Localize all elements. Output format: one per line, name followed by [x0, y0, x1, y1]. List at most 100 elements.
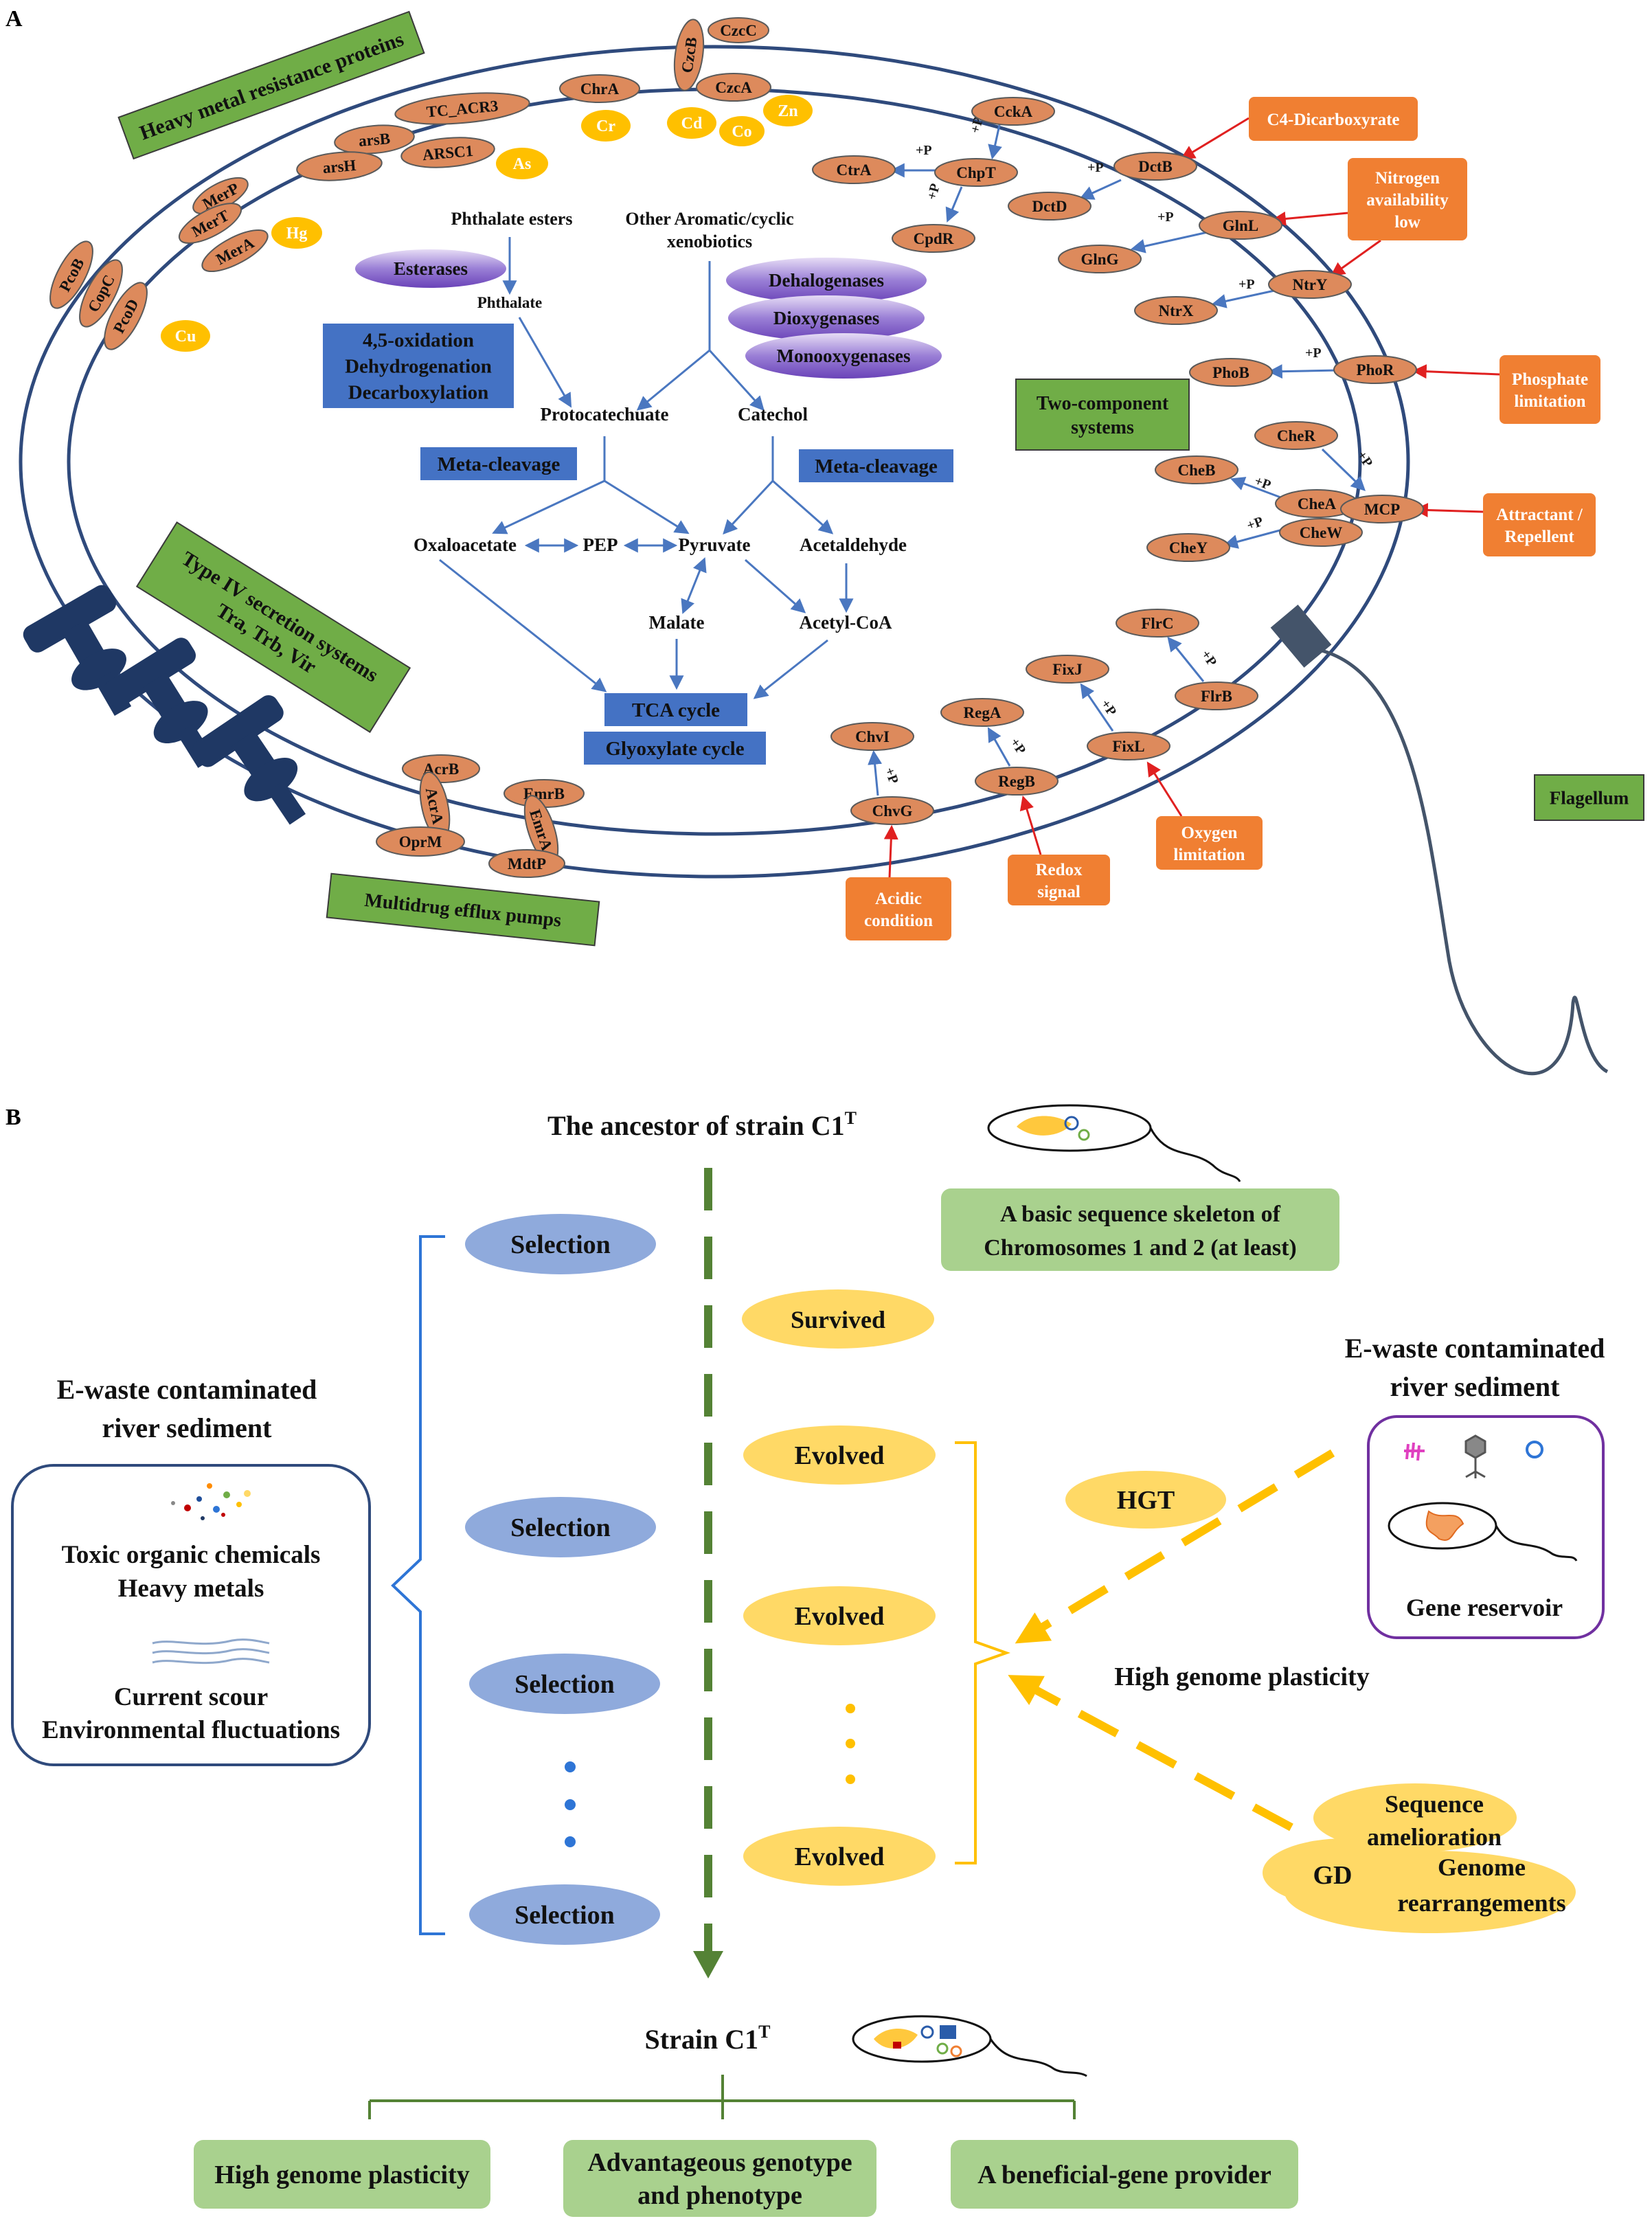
plasticity-arrows: [1008, 1449, 1335, 1831]
tcs-protein-fixj: [1026, 655, 1109, 684]
tcs-label-chew: CheW: [1300, 524, 1343, 541]
tcs-protein-rega: [940, 698, 1024, 727]
process-box-4-5-oxidation: [323, 324, 514, 408]
flagellum-illustration: [1270, 605, 1609, 1076]
sequence-label: Sequence: [1385, 1790, 1484, 1818]
tcs-protein-fixl: [1087, 732, 1170, 760]
tcs-label-flrc: FlrC: [1141, 615, 1173, 632]
metal-label-hg: Hg: [286, 225, 308, 243]
plus-p-label: +P: [916, 143, 932, 158]
metal-as: [496, 148, 548, 179]
dna-fragment-icon: [1404, 1442, 1425, 1461]
phage-icon: [1464, 1434, 1486, 1478]
metal-label-cu: Cu: [175, 328, 196, 346]
process-box-meta-cleavage: [799, 449, 953, 482]
tcs-protein-phob: [1189, 358, 1273, 387]
evolved-label: Evolved: [795, 1602, 885, 1631]
environmental-signal-boxes: C4-DicarboxyrateNitrogenavailabilitylowP…: [846, 97, 1600, 940]
left-env-title-1: E-waste contaminated: [57, 1374, 317, 1405]
protein-arsh: arsH: [296, 151, 383, 181]
env-line-scour: Current scour: [114, 1683, 268, 1711]
pump-label-mdtp: MdtP: [508, 855, 546, 872]
donor-bacterium-icon: [1388, 1502, 1578, 1562]
plus-p-label: +P: [1238, 277, 1255, 292]
evolved-step: [743, 1827, 936, 1886]
gene-reservoir-label: Gene reservoir: [1406, 1594, 1563, 1621]
signal-text-nitrogen: Nitrogen: [1375, 169, 1440, 188]
tcs-protein-chvi: [830, 722, 914, 751]
signal-text-redox: Redox: [1035, 861, 1083, 879]
process-text-decarboxylation: Decarboxylation: [348, 382, 489, 404]
metabolite-acetaldehyde: Acetaldehyde: [800, 534, 907, 555]
metal-label-as: As: [513, 155, 532, 173]
signal-text-signal: signal: [1037, 883, 1080, 901]
signal-text-limitation: limitation: [1514, 392, 1585, 411]
plus-p-label: +P: [1305, 346, 1322, 361]
protein-arsc1: ARSC1: [400, 137, 495, 168]
tcs-label-rega: RegA: [964, 704, 1002, 721]
signal-phosphate: [1500, 355, 1600, 424]
selection-brace: [391, 1235, 445, 1935]
pump-emrb: EmrB: [503, 779, 585, 808]
selection-label: Selection: [514, 1901, 615, 1930]
plus-p-label: +P: [1245, 514, 1265, 534]
tcs-protein-ccka: [971, 97, 1055, 126]
metabolite-other-aromatic-cyclic: Other Aromatic/cyclic: [625, 209, 793, 229]
metabolite-catechol: Catechol: [738, 404, 808, 425]
hgt-label: HGT: [1117, 1486, 1175, 1515]
tcs-protein-chew: [1279, 518, 1363, 547]
degradation-enzymes: EsterasesDehalogenasesDioxygenasesMonoox…: [355, 249, 942, 379]
tcs-protein-ntry: [1268, 270, 1352, 299]
metabolite-protocatechuate: Protocatechuate: [541, 404, 669, 425]
tcs-label-phob: PhoB: [1212, 364, 1249, 381]
right-env-title-1: E-waste contaminated: [1345, 1333, 1605, 1364]
protein-tc-acr3: TC_ACR3: [394, 92, 530, 125]
gd-cluster: Sequence amelioration GD Genome rearrang…: [1263, 1783, 1576, 1933]
outcome-text-high-genome-plasticity: High genome plasticity: [214, 2161, 470, 2189]
selection-label: Selection: [514, 1670, 615, 1699]
evolved-label: Evolved: [795, 1441, 885, 1470]
two-component-proteins: CckAChpTCtrACpdRDctBDctDGlnLGlnGNtrYNtrX…: [812, 97, 1424, 825]
protein-chra: ChrA: [559, 74, 640, 103]
enzyme-label-dehalogenases: Dehalogenases: [769, 270, 884, 291]
metal-label-co: Co: [732, 123, 751, 141]
selection-ellipsis-dots: [565, 1761, 576, 1847]
category-box-multidrug-efflux-pumps: Multidrug efflux pumps: [326, 872, 600, 947]
protein-mert: MerT: [178, 203, 242, 244]
skeleton-line-2: Chromosomes 1 and 2 (at least): [984, 1235, 1297, 1261]
signal-text-low: low: [1394, 213, 1421, 232]
plus-p-label: +P: [1098, 697, 1120, 719]
pump-oprm: OprM: [376, 826, 465, 857]
left-env-title-2: river sediment: [102, 1412, 273, 1443]
enzyme-dehalogenases: [726, 258, 927, 303]
plasmid-icon: [1526, 1441, 1543, 1458]
plus-p-label: +P: [925, 182, 943, 202]
tcs-protein-ntrx: [1134, 296, 1218, 325]
protein-label-chra: ChrA: [580, 80, 620, 98]
signal-nitrogen: [1348, 158, 1467, 240]
protein-label-czcc: CzcC: [720, 22, 757, 39]
secretion-channel-icon: [23, 585, 132, 716]
metal-cr: [581, 110, 631, 142]
tcs-label-ntry: NtrY: [1292, 276, 1327, 293]
ancestor-title: The ancestor of strain C1T: [547, 1108, 857, 1141]
tcs-label-ccka: CckA: [994, 103, 1033, 120]
process-text-4-5-oxidation: 4,5-oxidation: [363, 330, 474, 352]
evolved-label: Evolved: [795, 1842, 885, 1871]
hgt-label-group: HGT: [1065, 1471, 1226, 1529]
evolution-timeline-arrow: [693, 1168, 723, 1978]
signal-attractant: [1483, 493, 1596, 556]
tcs-protein-cher: [1254, 421, 1338, 450]
tcs-protein-cpdr: [892, 224, 975, 253]
signal-text-c4-dicarboxyrate: C4-Dicarboxyrate: [1267, 111, 1400, 129]
process-text-glyoxylate-cycle: Glyoxylate cycle: [605, 738, 744, 760]
pump-label-oprm: OprM: [399, 833, 442, 850]
plus-p-label: +P: [1354, 448, 1376, 470]
metabolite-phthalate-esters: Phthalate esters: [451, 209, 573, 229]
